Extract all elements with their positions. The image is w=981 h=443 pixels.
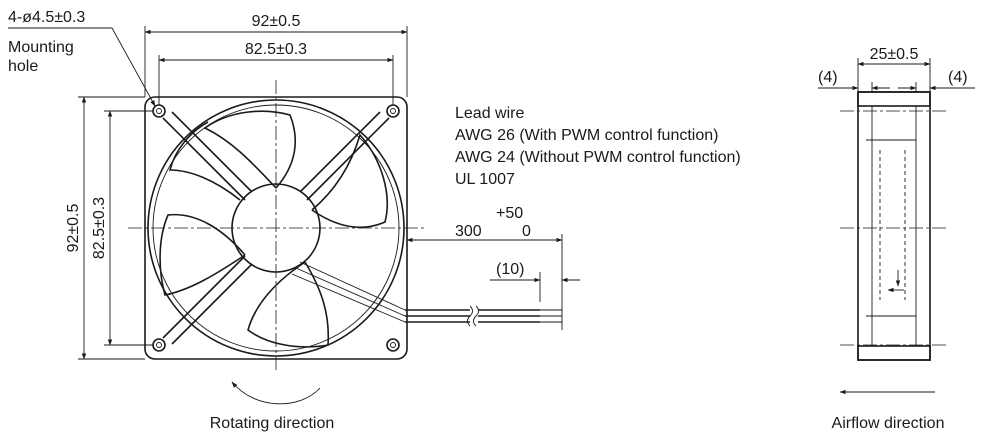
overall-width-value: 92±0.5 xyxy=(252,13,301,30)
mounting-hole-bottom-right xyxy=(386,338,400,352)
lead-wire-bundle xyxy=(291,261,562,327)
mounting-hole-label-line2: hole xyxy=(8,58,38,75)
overall-height-value: 92±0.5 xyxy=(65,203,82,252)
lead-length-nominal: 300 xyxy=(455,223,482,240)
mounting-hole-label-line1: Mounting xyxy=(8,39,74,56)
side-view: 25±0.5 (4) (4) Airflow direction xyxy=(818,46,975,432)
mounting-hole-bottom-left xyxy=(152,338,166,352)
fan-blades xyxy=(159,110,388,348)
rotating-direction-label: Rotating direction xyxy=(210,415,335,432)
mounting-hole-spec: 4-ø4.5±0.3 xyxy=(8,9,85,26)
side-view-flange-top xyxy=(857,91,931,107)
lead-wire-annotation: Lead wire AWG 26 (With PWM control funct… xyxy=(406,105,741,330)
mounting-hole-top-left xyxy=(152,104,166,118)
depth-value: 25±0.5 xyxy=(870,46,919,63)
side-view-flange-bottom xyxy=(857,345,931,361)
lead-wire-line2: AWG 24 (Without PWM control function) xyxy=(455,149,741,166)
hole-pitch-height-value: 82.5±0.3 xyxy=(91,197,108,259)
airflow-direction-label: Airflow direction xyxy=(832,415,945,432)
strip-length-value: (10) xyxy=(496,261,524,278)
frame-struts xyxy=(162,111,390,345)
hole-pitch-width-value: 82.5±0.3 xyxy=(245,41,307,58)
lead-wire-title: Lead wire xyxy=(455,105,524,122)
lead-length-tol-upper: +50 xyxy=(496,205,523,222)
mounting-hole-callout: 4-ø4.5±0.3 Mounting hole xyxy=(8,9,156,107)
side-view-body xyxy=(857,91,931,361)
rotation-arrow xyxy=(231,381,321,405)
mounting-holes xyxy=(152,104,400,352)
lead-wire-line3: UL 1007 xyxy=(455,171,515,188)
dimension-hole-pitch-height: 82.5±0.3 xyxy=(91,110,153,346)
dimension-overall-width: 92±0.5 xyxy=(144,13,408,97)
airflow-indicator-symbol xyxy=(887,270,904,293)
front-view: 92±0.5 82.5±0.3 92±0.5 82.5±0.3 4-ø4.5±0… xyxy=(8,9,562,432)
dimension-hole-pitch-width: 82.5±0.3 xyxy=(158,41,394,105)
lead-wire-line1: AWG 26 (With PWM control function) xyxy=(455,127,718,144)
mounting-hole-top-right xyxy=(386,104,400,118)
flange-right-value: (4) xyxy=(948,69,968,86)
dimension-overall-height: 92±0.5 xyxy=(65,96,145,360)
lead-length-tol-lower: 0 xyxy=(522,223,531,240)
flange-left-value: (4) xyxy=(818,69,838,86)
